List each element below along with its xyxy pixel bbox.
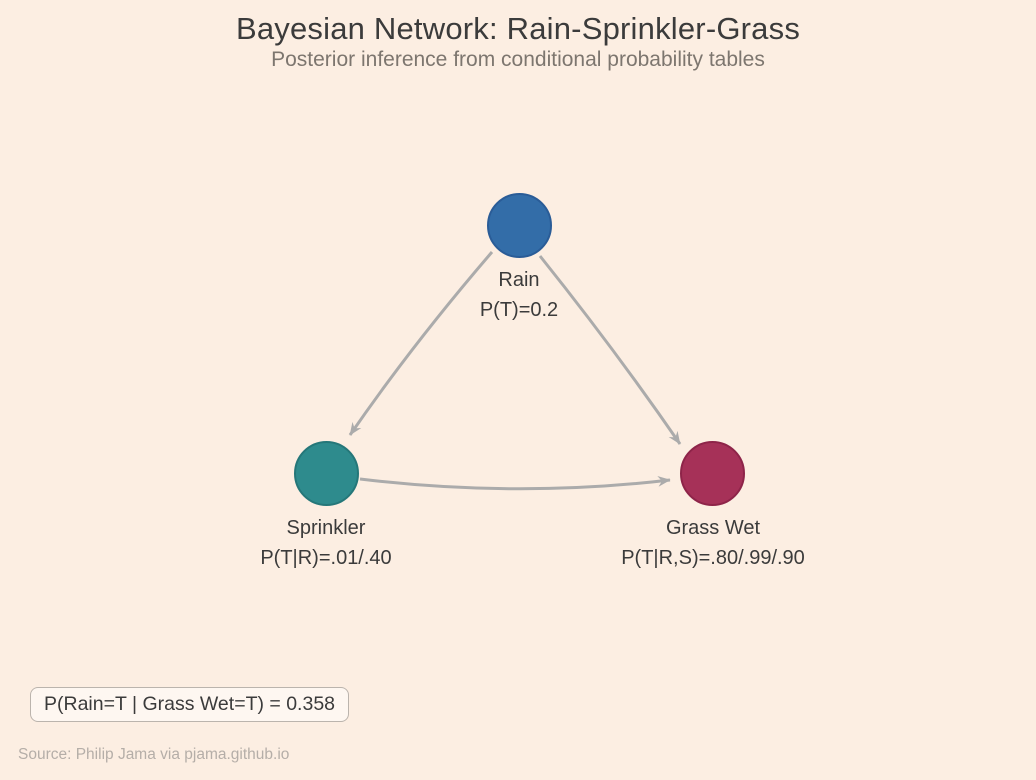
source-text: Source: Philip Jama via pjama.github.io [18, 746, 290, 763]
node-grass-wet-cpt: P(T|R,S)=.80/.99/.90 [621, 547, 805, 569]
node-rain-cpt: P(T)=0.2 [479, 299, 559, 321]
result-text: P(Rain=T | Grass Wet=T) = 0.358 [44, 693, 336, 715]
node-grass-wet-label: Grass Wet [665, 517, 761, 539]
node-rain [487, 193, 552, 258]
node-grass-wet-labels: Grass Wet P(T|R,S)=.80/.99/.90 [553, 513, 873, 573]
node-rain-label: Rain [498, 269, 540, 291]
node-sprinkler-label: Sprinkler [286, 517, 366, 539]
edge-sprinkler-to-grass-wet [359, 476, 671, 491]
page-subtitle: Posterior inference from conditional pro… [271, 48, 765, 71]
edge-rain-to-sprinkler [348, 251, 494, 436]
node-rain-labels: Rain P(T)=0.2 [359, 265, 679, 325]
result-box: P(Rain=T | Grass Wet=T) = 0.358 [30, 687, 350, 722]
node-sprinkler [294, 441, 359, 506]
edge-rain-to-grass-wet [538, 255, 682, 445]
page-title: Bayesian Network: Rain-Sprinkler-Grass [235, 11, 801, 46]
node-sprinkler-cpt: P(T|R)=.01/.40 [260, 547, 392, 569]
node-grass-wet [680, 441, 745, 506]
node-sprinkler-labels: Sprinkler P(T|R)=.01/.40 [166, 513, 486, 573]
